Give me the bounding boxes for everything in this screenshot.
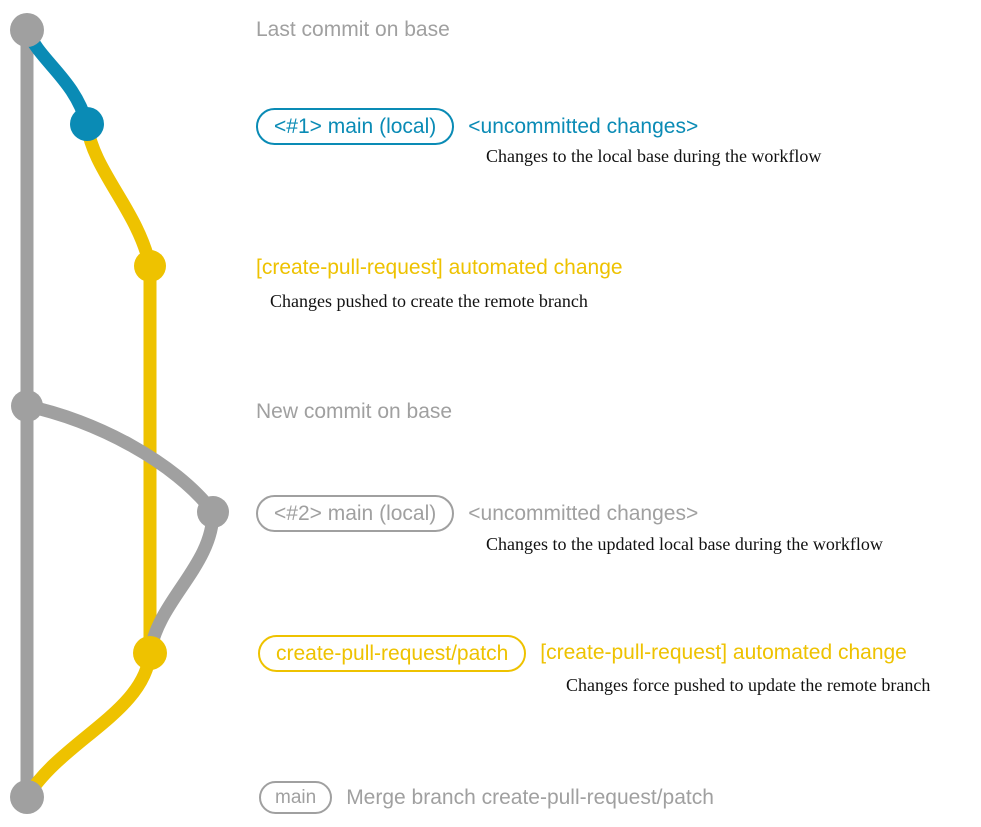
updated-local-branch-line bbox=[20, 399, 220, 519]
commit-node-base-new[interactable] bbox=[11, 390, 43, 422]
commit-subject: <uncommitted changes> bbox=[468, 114, 699, 138]
commit-row-automated-change-create: [create-pull-request] automated change bbox=[256, 254, 623, 282]
commit-subject: [create-pull-request] automated change bbox=[540, 641, 907, 664]
commit-description-force-push: Changes force pushed to update the remot… bbox=[566, 675, 931, 695]
remote-branch-line-upper bbox=[80, 117, 157, 273]
ref-pill-local-2[interactable]: <#2> main (local) bbox=[256, 495, 455, 532]
commit-row-automated-change-force-push: create-pull-request/patch [create-pull-r… bbox=[258, 634, 907, 672]
commit-row-local-uncommitted-1: <#1> main (local) <uncommitted changes> bbox=[256, 108, 698, 145]
commit-subject: Last commit on base bbox=[256, 18, 450, 41]
ref-pill-local-1-wrap: <#1> main (local) bbox=[256, 108, 455, 145]
commit-node-base-last[interactable] bbox=[10, 13, 44, 47]
merge-back-line bbox=[20, 646, 157, 804]
commit-node-remote-force[interactable] bbox=[133, 636, 167, 670]
commit-node-base-merge[interactable] bbox=[10, 780, 44, 814]
ref-pill-local-1[interactable]: <#1> main (local) bbox=[256, 108, 455, 145]
ref-pill-main-wrap: main bbox=[259, 781, 333, 814]
commit-row-last-commit-on-base: Last commit on base bbox=[256, 14, 450, 46]
commit-row-merge-commit: main Merge branch create-pull-request/pa… bbox=[259, 781, 714, 814]
commit-row-local-uncommitted-2: <#2> main (local) <uncommitted changes> bbox=[256, 495, 698, 532]
commit-subject: Merge branch create-pull-request/patch bbox=[346, 785, 714, 809]
commit-node-remote-create[interactable] bbox=[134, 250, 166, 282]
commit-subject: <uncommitted changes> bbox=[468, 501, 699, 525]
commit-row-new-commit-on-base: New commit on base bbox=[256, 396, 452, 428]
commit-graph bbox=[10, 13, 229, 814]
updated-local-to-remote-line bbox=[143, 505, 220, 660]
ref-pill-remote-branch-wrap: create-pull-request/patch bbox=[258, 634, 527, 672]
commit-subject: [create-pull-request] automated change bbox=[256, 256, 623, 279]
ref-pill-local-2-wrap: <#2> main (local) bbox=[256, 495, 455, 532]
commit-subject: New commit on base bbox=[256, 400, 453, 423]
commit-node-local-2[interactable] bbox=[197, 496, 229, 528]
ref-pill-create-pull-request-patch[interactable]: create-pull-request/patch bbox=[258, 634, 527, 672]
ref-pill-main[interactable]: main bbox=[259, 781, 333, 814]
commit-description-local-1: Changes to the local base during the wor… bbox=[486, 146, 822, 166]
commit-description-local-2: Changes to the updated local base during… bbox=[486, 534, 883, 554]
commit-description-create: Changes pushed to create the remote bran… bbox=[270, 291, 588, 311]
commit-node-local-1[interactable] bbox=[70, 107, 104, 141]
